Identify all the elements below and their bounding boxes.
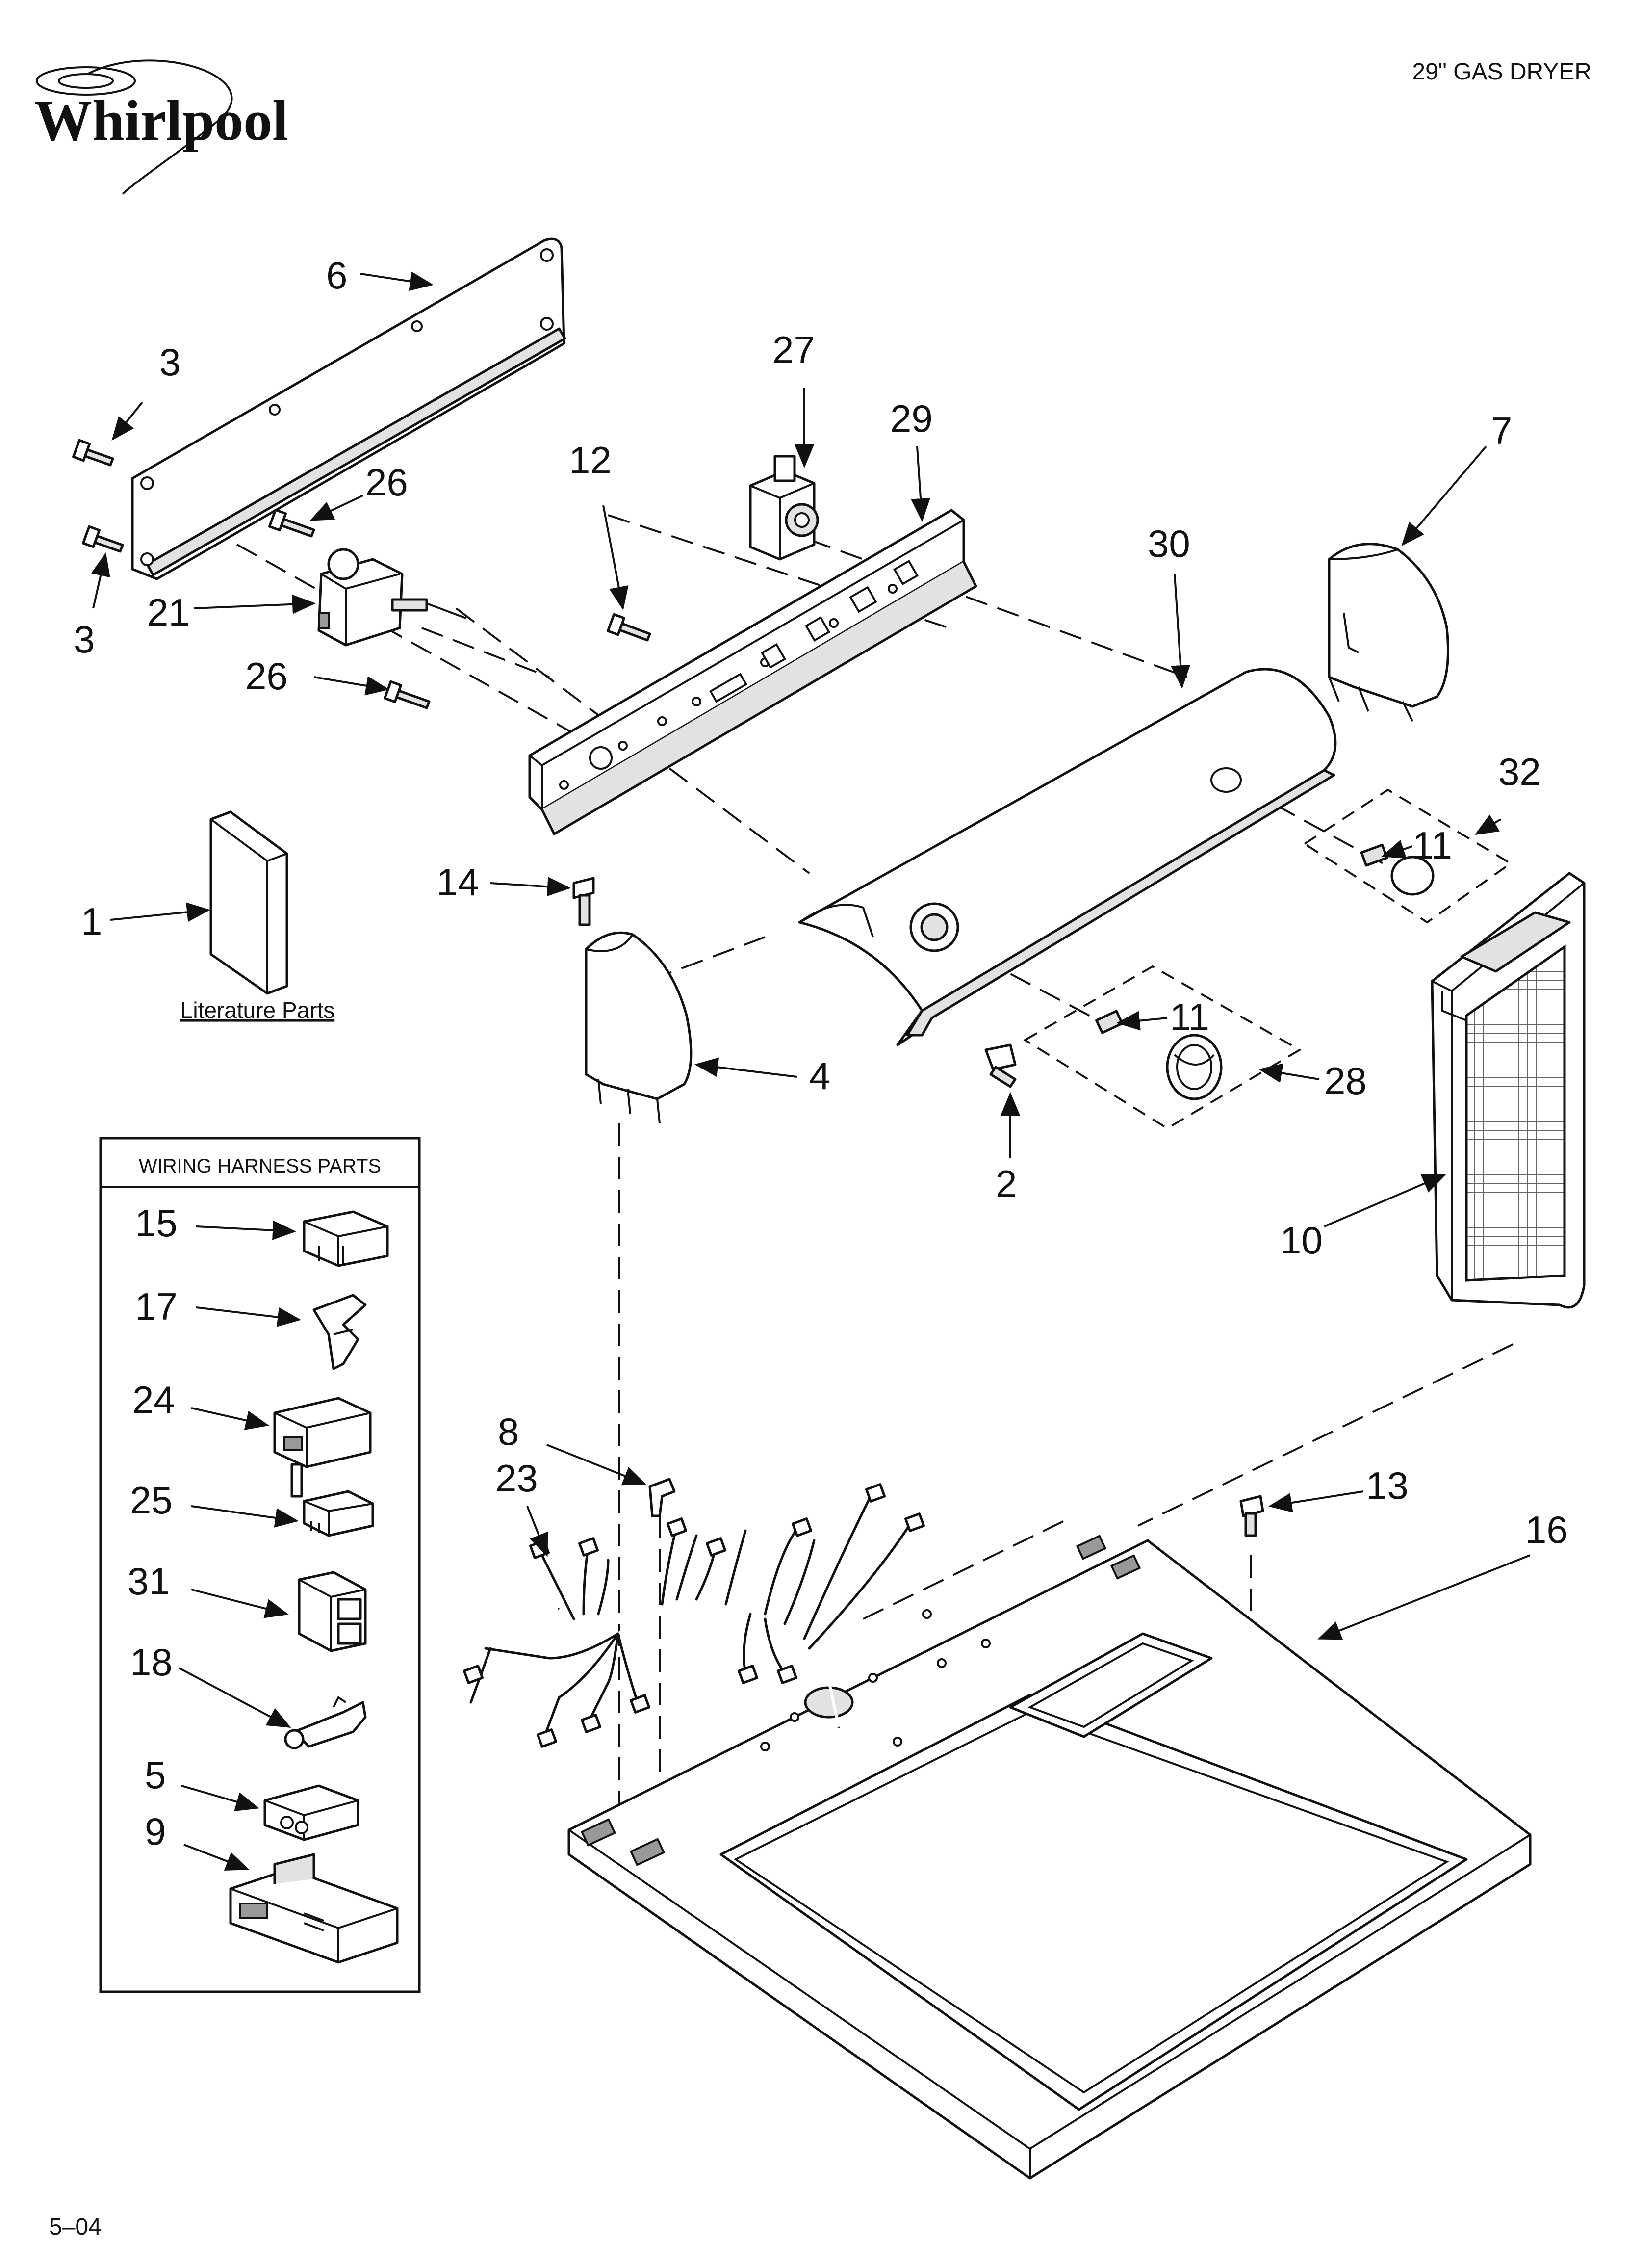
rear-console-panel [131, 237, 566, 580]
switch-21 [317, 548, 466, 647]
clip-8 [648, 1478, 676, 1517]
whirlpool-logo: Whirlpool [34, 59, 288, 195]
callout-21: 21 [147, 591, 190, 634]
connector-9 [229, 1853, 399, 1964]
screw-2 [984, 1043, 1017, 1088]
screw-12 [607, 613, 651, 642]
callout-29: 29 [890, 397, 933, 440]
callout-15: 15 [135, 1201, 178, 1245]
connector-24 [273, 1397, 372, 1498]
callout-18: 18 [130, 1641, 173, 1684]
callout-26-bottom: 26 [245, 654, 288, 698]
screw-3-bottom [82, 525, 124, 553]
end-cap-7 [1328, 543, 1449, 722]
literature-parts-label: Literature Parts [180, 997, 334, 1023]
screw-26-top [268, 508, 315, 538]
callout-4: 4 [809, 1054, 830, 1097]
console-30 [798, 668, 1337, 1046]
callout-7: 7 [1491, 409, 1512, 452]
callout-26-top: 26 [365, 461, 408, 504]
callout-12: 12 [569, 439, 612, 482]
console-bracket-29 [528, 509, 977, 835]
callout-16: 16 [1525, 1508, 1568, 1551]
knob-kit-28 [1023, 965, 1302, 1130]
callout-25: 25 [130, 1479, 173, 1522]
clip-17 [312, 1294, 367, 1370]
callout-9: 9 [145, 1810, 166, 1853]
screw-13 [1239, 1495, 1264, 1537]
callout-3-top: 3 [159, 340, 180, 384]
callout-24: 24 [132, 1378, 175, 1421]
knob-kit-32 [1303, 788, 1513, 924]
callout-30: 30 [1148, 522, 1190, 565]
callout-10: 10 [1280, 1219, 1323, 1262]
connector-5 [263, 1784, 359, 1841]
callout-3-bottom: 3 [74, 618, 95, 661]
callout-11-top: 11 [1412, 824, 1452, 867]
terminal-18 [284, 1696, 367, 1749]
model-type-label: 29" GAS DRYER [1412, 59, 1591, 85]
callout-28: 28 [1324, 1059, 1367, 1102]
screw-26-bottom [384, 680, 431, 709]
callout-14: 14 [436, 860, 479, 904]
literature-booklet [209, 810, 288, 995]
callout-arrows [91, 271, 1531, 1871]
lint-filter-10 [1431, 872, 1586, 1309]
screw-3-top [72, 439, 114, 467]
callout-numbers: 6 3 3 27 29 12 26 21 26 7 30 32 1 14 11 … [74, 254, 1568, 1853]
callout-31: 31 [128, 1560, 170, 1603]
wiring-harness-title: WIRING HARNESS PARTS [139, 1155, 381, 1177]
callout-11-bottom: 11 [1170, 995, 1209, 1039]
callout-5: 5 [145, 1753, 166, 1797]
callout-23: 23 [495, 1457, 538, 1500]
brand-logo-text: Whirlpool [34, 88, 288, 153]
callout-2: 2 [996, 1162, 1017, 1205]
page-number: 5–04 [49, 2214, 102, 2240]
callout-6: 6 [326, 254, 347, 297]
connector-31 [298, 1571, 367, 1652]
callout-1: 1 [81, 900, 102, 943]
connector-15 [303, 1210, 389, 1267]
wiring-harness-box [99, 1137, 421, 1993]
connector-25 [303, 1490, 374, 1537]
callout-8: 8 [498, 1410, 519, 1453]
callout-32: 32 [1498, 750, 1541, 793]
callout-13: 13 [1366, 1464, 1409, 1507]
top-panel-16 [567, 1535, 1532, 2180]
end-cap-4 [585, 931, 693, 1124]
callout-27: 27 [772, 328, 815, 371]
screw-14 [572, 877, 595, 926]
control-27 [749, 455, 819, 561]
callout-17: 17 [135, 1285, 178, 1328]
